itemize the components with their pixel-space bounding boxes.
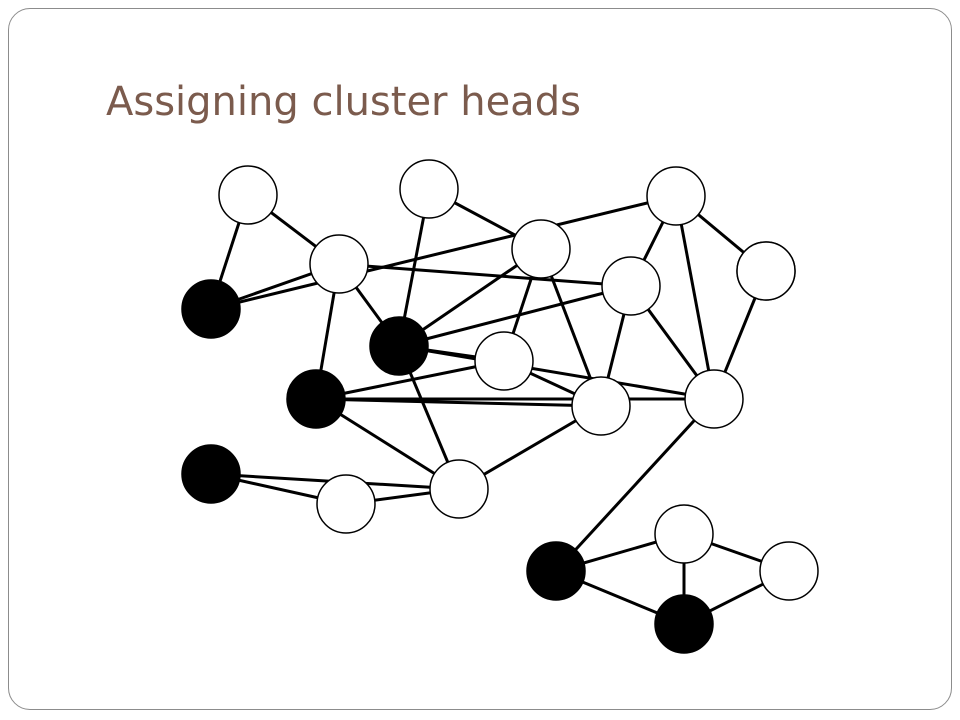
member-node-n8: [316, 474, 376, 534]
member-node-n12: [571, 376, 631, 436]
member-node-n9: [474, 331, 534, 391]
cluster-head-node-n10: [286, 369, 346, 429]
graph-nodes: [181, 159, 819, 654]
member-node-n18: [654, 504, 714, 564]
cluster-head-node-n13: [181, 444, 241, 504]
member-node-n11: [601, 256, 661, 316]
member-node-n5: [511, 219, 571, 279]
edge-n9-n10: [315, 359, 505, 401]
member-node-n14: [736, 241, 796, 301]
member-node-n4: [309, 234, 369, 294]
edge-n3-n11: [398, 284, 632, 348]
cluster-head-node-n17: [526, 541, 586, 601]
member-node-n2: [399, 159, 459, 219]
member-node-n15: [646, 166, 706, 226]
edge-n16-n17: [554, 397, 716, 573]
edge-n6-n15: [210, 194, 677, 311]
cluster-head-node-n6: [181, 279, 241, 339]
member-node-n7: [429, 459, 489, 519]
slide-title: Assigning cluster heads: [106, 79, 581, 125]
edge-n15-n16: [674, 195, 716, 400]
cluster-head-node-n20: [654, 594, 714, 654]
member-node-n16: [684, 369, 744, 429]
cluster-head-node-n3: [369, 316, 429, 376]
member-node-n1: [218, 165, 278, 225]
edge-n3-n16: [398, 344, 715, 401]
edge-n4-n11: [338, 262, 632, 288]
member-node-n19: [759, 541, 819, 601]
